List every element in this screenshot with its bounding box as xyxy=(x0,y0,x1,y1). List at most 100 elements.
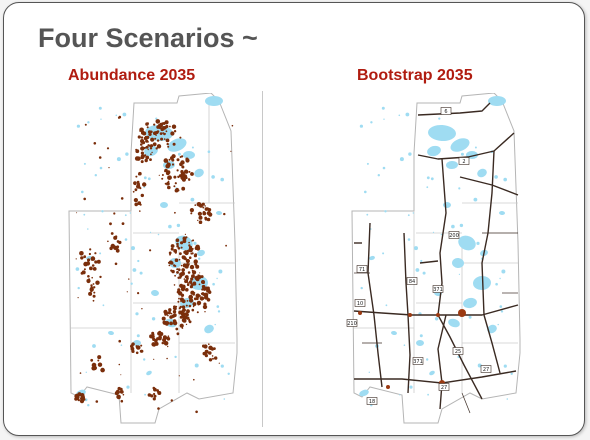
pond xyxy=(81,190,84,194)
development-patch xyxy=(183,278,186,280)
development-patch xyxy=(90,358,94,362)
development-patch xyxy=(206,211,211,216)
development-patch xyxy=(128,278,130,280)
lake xyxy=(197,249,205,257)
development-patch xyxy=(99,275,102,279)
development-patch xyxy=(192,305,195,308)
development-patch xyxy=(181,272,185,276)
abundance-map xyxy=(59,93,299,433)
development-patch xyxy=(212,357,214,360)
development-patch xyxy=(181,186,186,191)
development-patch xyxy=(153,394,157,398)
route-shield: 210 xyxy=(346,319,358,327)
development-patch xyxy=(146,126,149,129)
development-patch xyxy=(135,351,139,355)
route-number: 200 xyxy=(449,233,459,239)
development-patch xyxy=(174,211,176,214)
development-patch xyxy=(181,166,185,169)
development-patch xyxy=(213,347,216,350)
development-patch xyxy=(182,263,187,268)
development-patch xyxy=(189,245,193,250)
development-patch xyxy=(90,286,93,289)
route-number: 6 xyxy=(444,109,447,115)
development-patch xyxy=(198,283,201,286)
town-marker xyxy=(408,313,412,317)
development-patch xyxy=(164,311,166,313)
pond xyxy=(94,174,97,177)
route-shield: 2 xyxy=(458,157,470,165)
development-patch xyxy=(174,188,179,193)
pond xyxy=(77,286,80,290)
town-marker xyxy=(386,385,390,389)
development-patch xyxy=(137,135,141,139)
development-patch xyxy=(177,176,180,179)
pond xyxy=(212,282,215,286)
development-patch xyxy=(147,148,149,151)
development-patch xyxy=(120,374,122,376)
minor-road xyxy=(461,392,471,414)
development-patch xyxy=(140,349,144,353)
development-patch xyxy=(97,359,100,362)
development-patch xyxy=(179,156,182,158)
development-patch xyxy=(186,309,190,314)
development-patch xyxy=(181,315,186,319)
development-patch xyxy=(144,154,147,157)
pond xyxy=(137,259,140,263)
development-patch xyxy=(166,337,171,341)
development-patch xyxy=(184,233,186,235)
development-patch xyxy=(137,201,142,206)
development-patch xyxy=(134,202,138,207)
pond xyxy=(176,223,181,228)
development-patch xyxy=(199,272,201,274)
development-patch xyxy=(196,301,201,305)
development-patch xyxy=(80,256,84,260)
pond xyxy=(220,177,224,182)
pond xyxy=(495,282,498,286)
development-patch xyxy=(176,242,179,246)
pond xyxy=(214,323,216,326)
development-patch xyxy=(204,354,208,358)
development-patch xyxy=(185,258,190,264)
development-patch xyxy=(168,158,171,161)
development-patch xyxy=(223,212,226,216)
pond xyxy=(87,404,90,407)
pond xyxy=(364,190,367,194)
development-patch xyxy=(185,313,189,317)
development-patch xyxy=(185,323,188,326)
development-patch xyxy=(92,283,95,285)
development-patch xyxy=(141,141,146,145)
lake xyxy=(205,95,223,107)
road xyxy=(417,132,515,160)
development-patch xyxy=(168,264,171,267)
development-patch xyxy=(193,378,195,381)
development-patch xyxy=(170,131,175,136)
development-patch xyxy=(185,158,190,163)
development-patch xyxy=(195,264,200,269)
development-patch xyxy=(133,198,138,203)
lake xyxy=(216,210,222,216)
development-patch xyxy=(192,309,194,311)
development-patch xyxy=(76,212,78,214)
pond xyxy=(399,157,404,162)
pond xyxy=(132,268,137,272)
development-patch xyxy=(140,154,145,159)
development-patch xyxy=(206,217,211,222)
development-patch xyxy=(132,190,135,193)
development-patch xyxy=(152,343,154,346)
development-patch xyxy=(122,393,125,396)
development-patch xyxy=(198,215,203,220)
development-patch xyxy=(163,341,169,346)
development-patch xyxy=(164,340,166,342)
pond xyxy=(366,213,369,216)
pond xyxy=(359,124,363,128)
development-patch xyxy=(145,155,150,160)
development-patch xyxy=(171,154,176,159)
development-patch xyxy=(157,407,160,410)
development-patch xyxy=(199,295,202,297)
pond xyxy=(76,124,80,128)
development-patch xyxy=(186,283,190,286)
development-patch xyxy=(158,124,162,128)
pond xyxy=(168,224,172,229)
development-patch xyxy=(179,323,184,328)
